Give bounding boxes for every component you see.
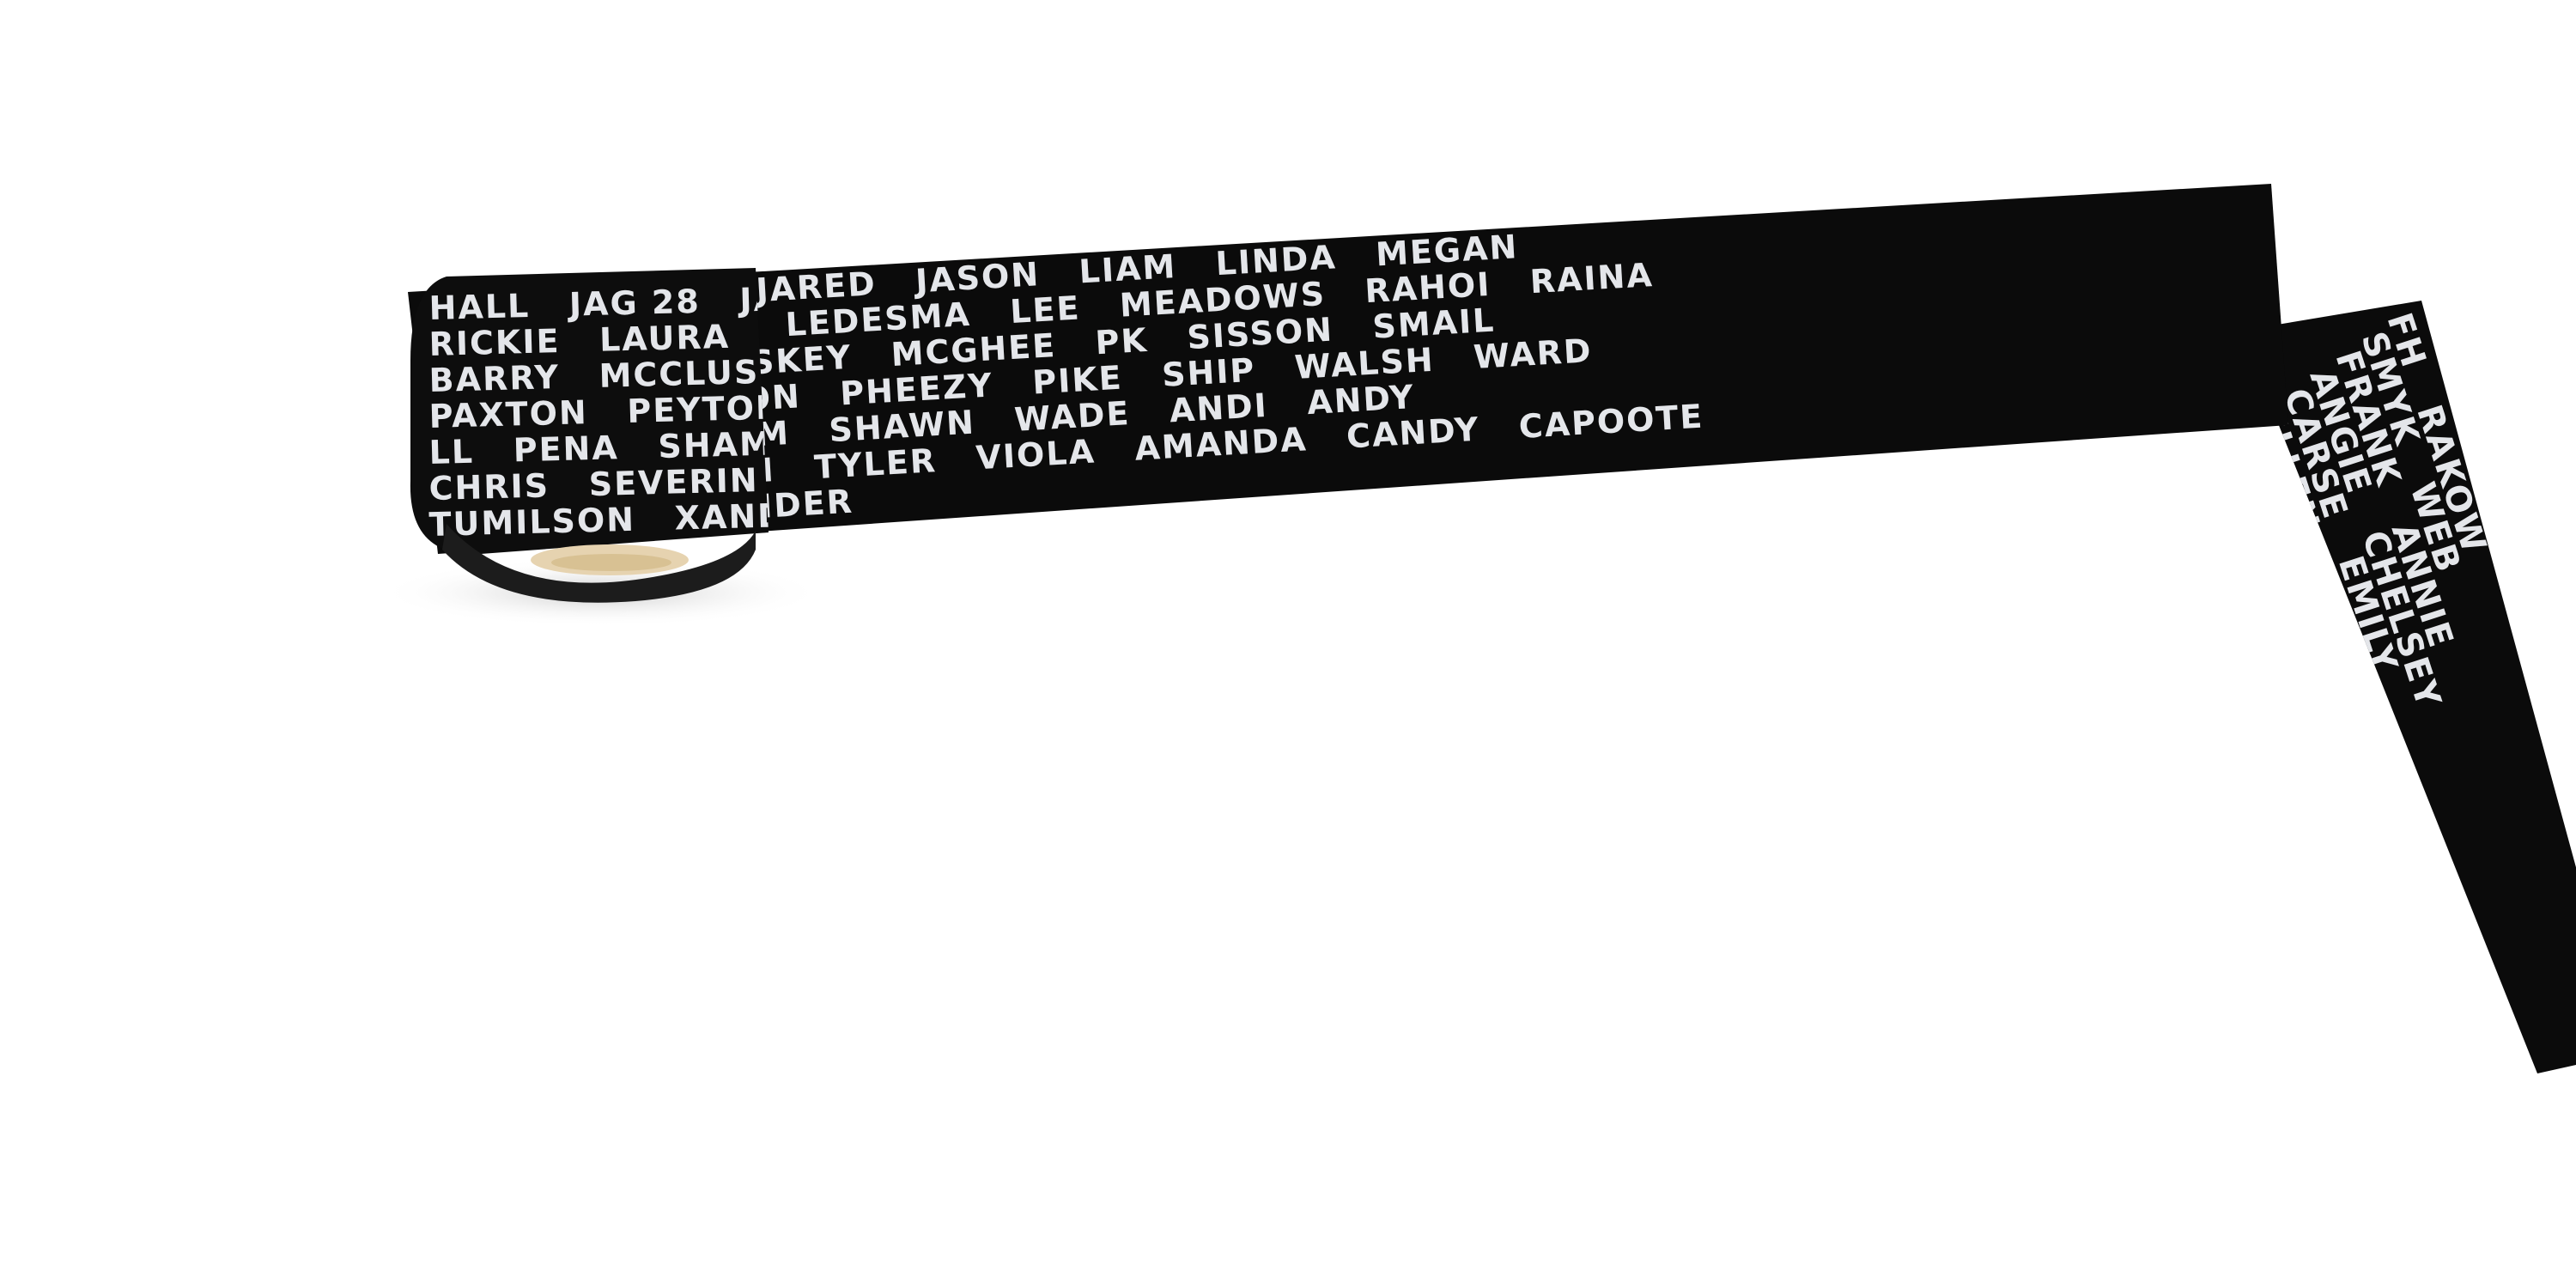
roll-name: HALL: [428, 287, 531, 327]
main-strip-name: LIAM: [1078, 247, 1177, 290]
main-strip-name: SHAWN: [828, 404, 976, 450]
main-strip-name: LEE: [1009, 289, 1082, 331]
roll-name: LAURA: [599, 318, 731, 359]
main-strip-name: SMAIL: [1371, 301, 1496, 346]
main-strip-name: ANDY: [1306, 378, 1416, 422]
main-strip-name: VIOLA: [975, 432, 1097, 477]
tape-roll: HALL JAG 28 JARED JASON LIAM LINDA MEGAN…: [410, 268, 1689, 603]
roll-name: RICKIE: [428, 322, 561, 363]
roll-row: RICKIE LAURA LEDESMA LEE MEADOWS RAHOI R…: [428, 294, 1638, 363]
main-strip-name: JARED: [752, 265, 878, 309]
roll-name: LL: [428, 433, 475, 471]
roll-row: BARRY MCCLUSKEY MCGHEE PK SISSON SMAIL: [428, 334, 1480, 399]
roll-name: XANDER: [674, 496, 837, 538]
roll-name: SEVERIN: [588, 461, 759, 503]
roll-name: JAG 28: [566, 283, 701, 324]
main-strip-name: PHEEZY: [839, 366, 994, 412]
main-strip-name: LINDA: [1214, 238, 1337, 283]
main-strip-name: PK: [1094, 321, 1149, 362]
roll-row: CHRIS SEVERIN TYLER VIOLA AMANDA CANDY C…: [428, 437, 1689, 508]
roll-name: SHAM: [658, 425, 775, 466]
roll-name: CHRIS: [428, 466, 550, 508]
main-strip-name: WARD: [1473, 331, 1594, 376]
roll-name: MCCLUSKEY: [598, 351, 836, 395]
main-strip-name: WADE: [1013, 394, 1131, 439]
roll-name: PAXTON: [428, 393, 588, 435]
main-strip-name: RAHOI: [1364, 265, 1492, 310]
roll-row: LL PENA SHAM SHAWN WADE ANDI ANDY: [428, 408, 1400, 471]
roll-side: [442, 524, 756, 603]
roll-name: PENA: [513, 429, 619, 469]
main-strip-name: ANDI: [1169, 386, 1269, 430]
roll-name: BARRY: [428, 358, 560, 399]
main-strip-name: CANDY: [1346, 410, 1481, 456]
main-strip-name: PIKE: [1031, 359, 1124, 402]
main-strip-name: SISSON: [1186, 310, 1334, 356]
main-strip-name: WALSH: [1294, 341, 1436, 386]
main-strip-name: SHIP: [1161, 351, 1257, 394]
roll-name: TUMILSON: [428, 501, 635, 544]
roll-core-inner: [551, 554, 671, 571]
roll-body: [410, 268, 769, 555]
roll-name: PEYTON: [627, 388, 785, 430]
main-strip-name: MEGAN: [1375, 228, 1519, 273]
main-strip-name: JASON: [912, 255, 1041, 300]
roll-row: TUMILSON XANDER: [428, 496, 837, 544]
roll-row: PAXTON PEYTON PHEEZY PIKE SHIP WALSH WAR…: [428, 368, 1577, 435]
main-strip-name: RAINA: [1529, 256, 1655, 301]
main-strip-name: TYLER: [813, 441, 938, 486]
